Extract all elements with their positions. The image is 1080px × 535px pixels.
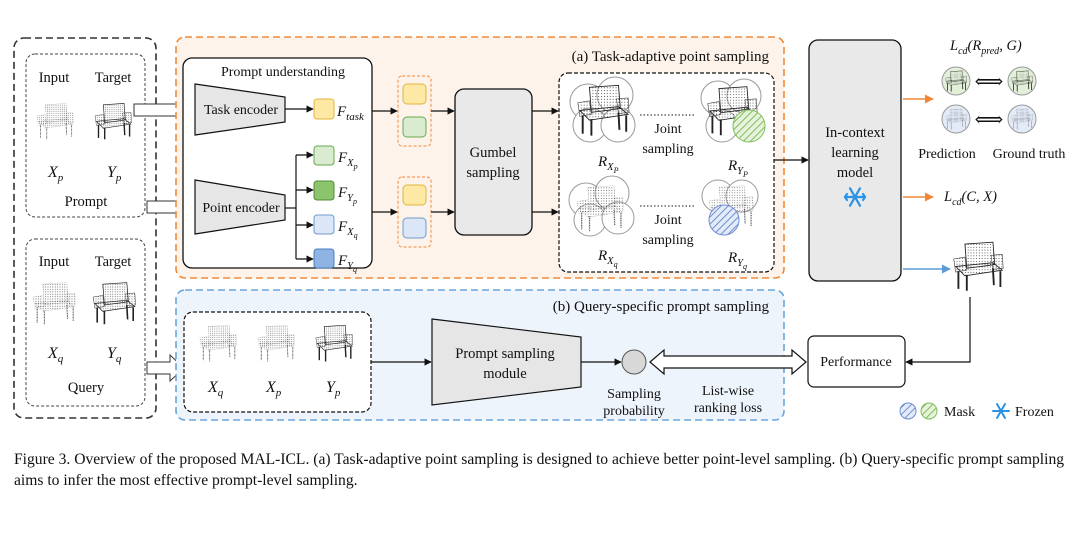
ground-truth-label: Ground truth: [993, 147, 1066, 162]
query-target-chair: [92, 281, 137, 326]
f-task-label: Ftask: [336, 104, 365, 123]
prompt-yp-label: Yp: [107, 164, 122, 184]
performance-box: [807, 335, 906, 388]
joint-label-top-2: sampling: [642, 142, 693, 157]
prompt-understanding-title: Prompt understanding: [221, 65, 345, 80]
output-to-performance-line: [905, 297, 971, 366]
f-xp-label: FXp: [337, 150, 358, 171]
module-line-2: module: [483, 366, 527, 382]
r-xp-label: RXP: [597, 154, 619, 175]
query-yq-label: Yq: [107, 345, 122, 365]
sampled-xq-label: Xq: [207, 379, 224, 399]
prediction-label: Prediction: [918, 147, 976, 162]
point-encoder-label: Point encoder: [202, 201, 280, 216]
ranking-loss-line-1: List-wise: [702, 384, 754, 399]
r-xq-label: RXq: [597, 248, 618, 269]
r-xp-point-cloud: [569, 76, 636, 143]
prompt-input-chair: [36, 102, 75, 140]
performance-label: Performance: [820, 355, 892, 370]
f-xq-label: FXq: [337, 219, 358, 240]
gumbel-line-1: Gumbel: [470, 145, 517, 161]
module-line-1: Prompt sampling: [455, 346, 555, 362]
icl-model-line-3: model: [837, 165, 873, 181]
ranking-loss-double-arrow: [649, 348, 807, 376]
mask-legend-green-icon: [920, 402, 938, 420]
query-pair-point-box: [402, 217, 427, 239]
icl-model-line-2: learning: [831, 145, 879, 161]
query-input-chair: [32, 281, 77, 325]
sampling-probability-node: [621, 349, 647, 375]
r-yp-point-cloud: [700, 78, 766, 143]
prompt-target-chair: [94, 102, 133, 140]
ranking-loss-line-2: ranking loss: [694, 401, 762, 416]
query-xq-label: Xq: [47, 345, 64, 365]
frozen-snowflake-icon: [843, 187, 867, 207]
frozen-legend-label: Frozen: [1015, 405, 1054, 420]
gumbel-sampling-box: [454, 88, 533, 236]
query-group: [25, 238, 146, 407]
prompt-xp-label: Xp: [47, 164, 64, 184]
r-yq-label: RYq: [727, 250, 747, 271]
query-specific-title: (b) Query-specific prompt sampling: [553, 299, 770, 315]
joint-label-bottom-2: sampling: [642, 233, 693, 248]
mask-legend-blue-icon: [899, 402, 917, 420]
f-task-box: [313, 98, 335, 120]
query-input-label: Input: [39, 254, 70, 270]
mask-legend-label: Mask: [944, 405, 975, 420]
r-xq-point-cloud: [568, 175, 635, 237]
f-yq-box: [313, 248, 335, 269]
f-xp-box: [313, 145, 335, 166]
query-pair-task-box: [402, 184, 427, 206]
figure-caption: Figure 3. Overview of the proposed MAL-I…: [14, 451, 1065, 489]
prompt-caption: Prompt: [65, 194, 108, 210]
joint-label-bottom-1: Joint: [654, 213, 681, 228]
sampled-yp-label: Yp: [326, 379, 341, 399]
probability-line-1: Sampling: [607, 387, 661, 402]
prompt-pair-task-box: [402, 83, 427, 105]
joint-label-top-1: Joint: [654, 122, 681, 137]
f-yq-label: FYq: [337, 253, 357, 274]
task-encoder: [194, 83, 286, 136]
prompt-pair-point-box: [402, 116, 427, 138]
sampled-xp-label: Xp: [265, 379, 282, 399]
f-xq-box: [313, 214, 335, 235]
r-yp-label: RYP: [727, 158, 748, 179]
prompt-input-label: Input: [39, 70, 70, 86]
output-chair: [952, 241, 1005, 292]
icl-model-box: [808, 39, 902, 282]
loss-pred-label: Lcd(Rpred, G): [949, 38, 1022, 57]
f-yp-box: [313, 180, 335, 201]
task-adaptive-title: (a) Task-adaptive point sampling: [572, 49, 770, 65]
gumbel-line-2: sampling: [466, 165, 519, 181]
query-target-label: Target: [95, 254, 132, 270]
task-encoder-label: Task encoder: [204, 103, 278, 118]
prompt-group: [25, 53, 146, 218]
prompt-sampling-module: [431, 318, 582, 406]
r-yq-point-cloud: [701, 179, 759, 236]
mal-icl-diagram: Input Target Xp Yp Prompt Input Target X…: [13, 36, 1066, 421]
icl-model-line-1: In-context: [825, 125, 885, 141]
point-encoder: [194, 179, 286, 235]
equivalence-arrow-bottom: ⟺: [975, 109, 1004, 131]
loss-cx-label: Lcd(C, X): [943, 189, 997, 208]
input-panel: [13, 37, 157, 419]
frozen-legend-icon: [992, 403, 1010, 419]
query-caption: Query: [68, 380, 105, 396]
f-yp-label: FYp: [337, 185, 357, 206]
prompt-target-label: Target: [95, 70, 132, 86]
probability-line-2: probability: [603, 404, 664, 419]
equivalence-arrow-top: ⟺: [975, 71, 1004, 93]
